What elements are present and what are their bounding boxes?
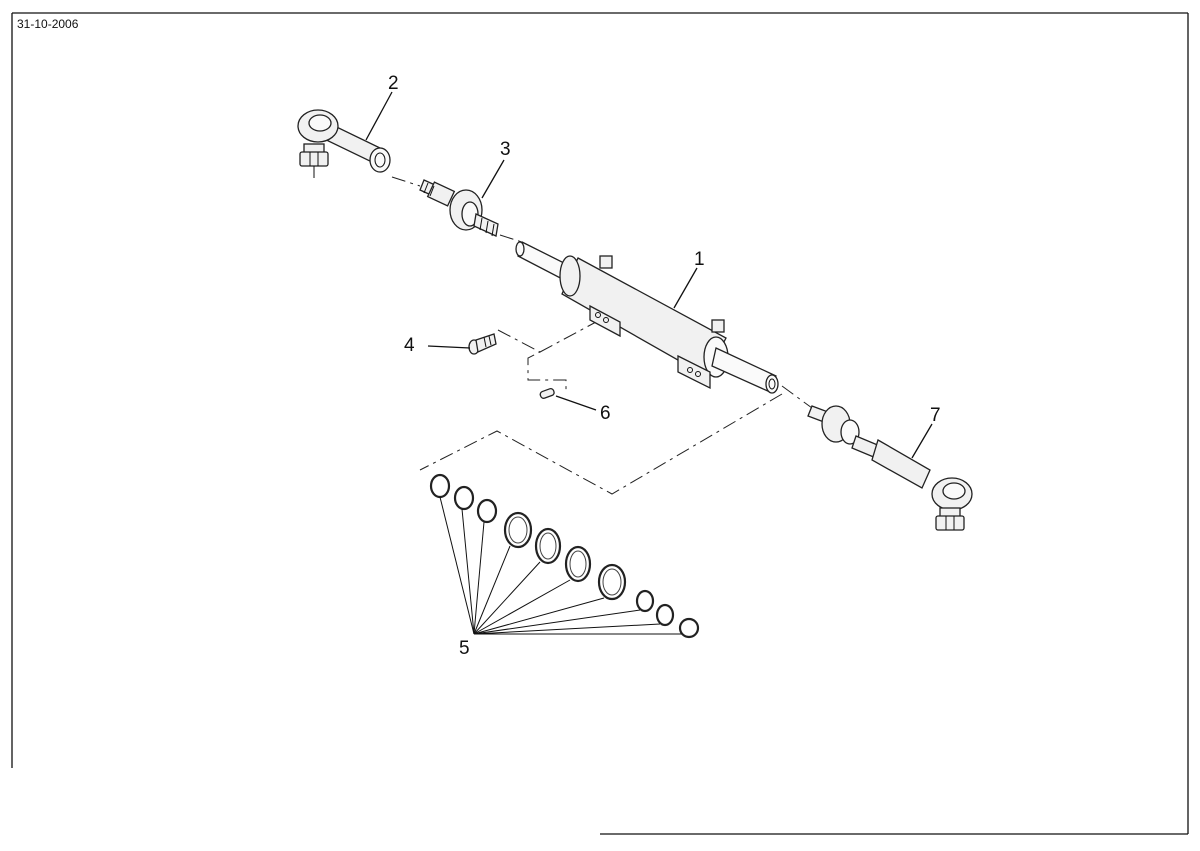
- seal-kit-rings: [429, 473, 700, 639]
- callout-5: 5: [459, 638, 470, 659]
- callout-2: 2: [388, 73, 399, 94]
- steering-cylinder: [515, 241, 779, 394]
- locating-pin: [539, 387, 555, 399]
- callout-4: 4: [404, 335, 415, 356]
- tie-rod-end-left: [297, 109, 391, 178]
- sheet-frame: [11, 12, 1189, 835]
- tie-rod-end-right: [807, 405, 973, 531]
- callout-7: 7: [930, 405, 941, 426]
- ball-joint-adjuster: [419, 179, 499, 237]
- callout-1: 1: [694, 249, 705, 270]
- leader-lines: [365, 91, 933, 635]
- callout-3: 3: [500, 139, 511, 160]
- mounting-bolt: [468, 333, 497, 355]
- callout-6: 6: [600, 403, 611, 424]
- sheet-date: 31-10-2006: [17, 17, 79, 31]
- assembly-centerlines: [391, 176, 813, 495]
